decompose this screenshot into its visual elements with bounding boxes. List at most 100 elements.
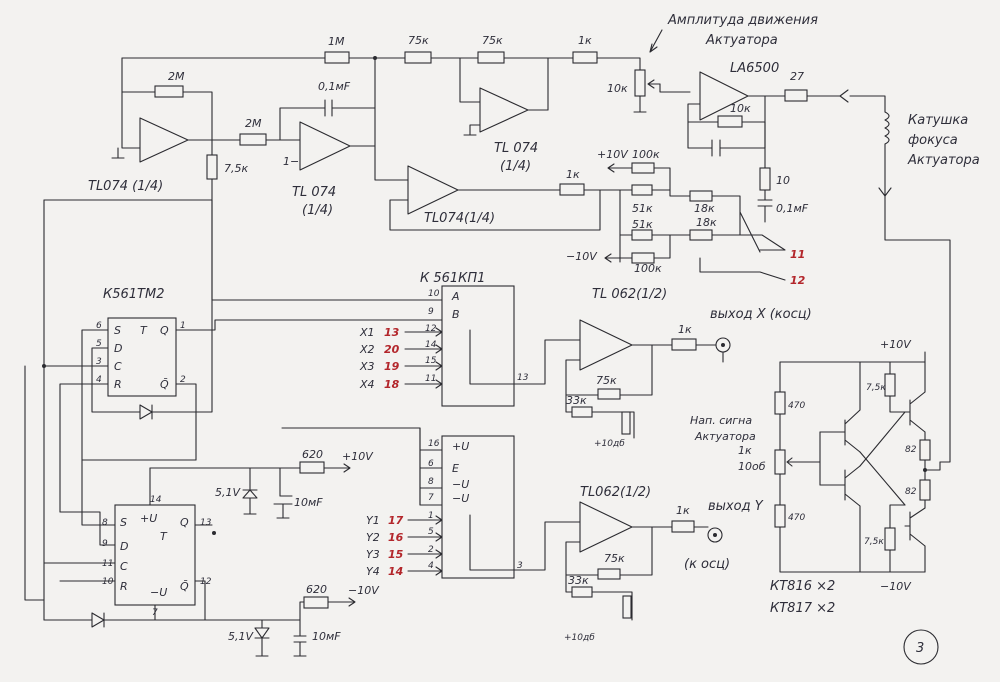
svg-text:12: 12 <box>200 577 212 587</box>
resistor-2m-top <box>154 85 184 98</box>
label-tr-82b: 82 <box>905 487 917 497</box>
resistor-470-b <box>774 504 786 528</box>
label-10: 10 <box>776 174 790 187</box>
resistor-33k-y <box>571 586 593 598</box>
label-33k-x: 33к <box>566 394 587 407</box>
svg-text:D: D <box>114 342 122 355</box>
transistor-q3 <box>904 391 926 433</box>
label-op1: TL074 (1/4) <box>88 179 163 194</box>
label-la6500: LA6500 <box>730 61 779 76</box>
svg-text:3: 3 <box>96 357 102 367</box>
label-2m-mid: 2M <box>245 117 262 130</box>
label-k561tm2: К561ТМ2 <box>103 287 164 302</box>
label-x1-pin: 13 <box>384 326 400 339</box>
resistor-7-5k-b <box>884 527 896 551</box>
resistor-620-b <box>303 596 329 609</box>
chip-k561kp1-a <box>441 285 515 407</box>
svg-text:−U: −U <box>452 478 469 491</box>
label-tr-minus10: −10V <box>880 580 912 593</box>
svg-text:5: 5 <box>96 339 102 349</box>
label-op3b: (1/4) <box>500 159 531 174</box>
page-number-circle <box>903 629 939 665</box>
label-minus10v: −10V <box>566 250 598 263</box>
resistor-51k-a <box>631 184 653 196</box>
svg-text:9: 9 <box>102 539 108 549</box>
resistor-10k-fb <box>717 115 743 128</box>
label-tr-7-5k-a: 7,5к <box>866 383 886 393</box>
svg-text:13: 13 <box>517 373 529 383</box>
label-100k-b: 100к <box>634 262 662 275</box>
label-51k-b: 51к <box>632 218 653 231</box>
opamp-2 <box>299 121 351 171</box>
label-y4: Y4 <box>366 565 380 578</box>
resistor-10 <box>759 167 771 191</box>
trimmer-x[interactable] <box>621 411 631 435</box>
label-1k-y: 1к <box>676 504 690 517</box>
opamp-la6500 <box>699 71 749 121</box>
label-coil3: Актуатора <box>907 153 980 168</box>
label-x4-pin: 18 <box>384 378 400 391</box>
label-amp-title2: Актуатора <box>705 33 778 48</box>
transistor-q1 <box>819 409 861 453</box>
svg-text:8: 8 <box>102 518 108 528</box>
label-op2b: (1/4) <box>302 203 333 218</box>
label-620-b: 620 <box>306 583 327 596</box>
svg-text:−U: −U <box>452 492 469 505</box>
resistor-82-b <box>919 479 931 501</box>
label-620-a: 620 <box>302 448 323 461</box>
svg-text:12: 12 <box>425 324 437 334</box>
svg-text:2: 2 <box>428 545 434 555</box>
svg-text:2: 2 <box>180 375 186 385</box>
label-tr-82a: 82 <box>905 445 917 455</box>
label-y2-pin: 16 <box>388 531 404 544</box>
svg-text:11: 11 <box>102 559 113 569</box>
resistor-75k-y <box>597 568 621 580</box>
chip-k561tm2-b <box>114 504 196 606</box>
label-tr-10ob: 10об <box>738 460 766 473</box>
label-1k-top: 1к <box>578 34 592 47</box>
page-number: 3 <box>916 641 924 656</box>
svg-text:1−: 1− <box>283 155 299 168</box>
transistor-q4 <box>904 507 926 547</box>
svg-text:S: S <box>120 516 127 529</box>
label-tl062a: TL 062(1/2) <box>592 287 667 302</box>
svg-text:13: 13 <box>200 518 212 528</box>
resistor-18k-b <box>689 229 713 241</box>
svg-text:A: A <box>451 290 460 303</box>
label-x1: X1 <box>359 326 375 339</box>
label-y4-pin: 14 <box>388 565 403 578</box>
svg-text:16: 16 <box>428 439 440 449</box>
label-75k-x: 75к <box>596 374 617 387</box>
label-out-y: выход Y <box>708 499 764 514</box>
potentiometer-1k[interactable] <box>774 449 786 475</box>
label-plus10v: +10V <box>597 148 629 161</box>
label-x3: X3 <box>359 360 375 373</box>
label-x4: X4 <box>359 378 375 391</box>
svg-text:Q: Q <box>180 516 189 529</box>
svg-text:8: 8 <box>428 477 434 487</box>
label-tl062b: TL062(1/2) <box>580 485 651 500</box>
label-amp-title: Амплитуда движения <box>667 13 818 28</box>
resistor-620-a <box>299 461 325 474</box>
label-1m: 1M <box>328 35 345 48</box>
focus-coil <box>884 111 890 145</box>
svg-text:+U: +U <box>140 512 157 525</box>
label-x3-pin: 19 <box>384 360 400 373</box>
svg-text:B: B <box>452 308 460 321</box>
label-7-5k: 7,5к <box>224 162 248 175</box>
resistor-7-5k-a <box>884 373 896 397</box>
resistor-1k-y <box>671 520 695 533</box>
label-x2-pin: 20 <box>384 343 400 356</box>
label-75k-a: 75к <box>408 34 429 47</box>
resistor-75k-b <box>477 51 505 64</box>
svg-text:R: R <box>114 378 122 391</box>
resistor-100k-a <box>631 162 655 174</box>
label-out-x: выход X (косц) <box>710 307 812 322</box>
potentiometer-10k[interactable] <box>634 69 646 97</box>
label-k561kp1: К 561КП1 <box>420 271 485 286</box>
opamp-y-out <box>579 501 633 553</box>
trimmer-y[interactable] <box>622 595 632 619</box>
svg-text:11: 11 <box>425 374 436 384</box>
svg-text:C: C <box>114 360 122 373</box>
